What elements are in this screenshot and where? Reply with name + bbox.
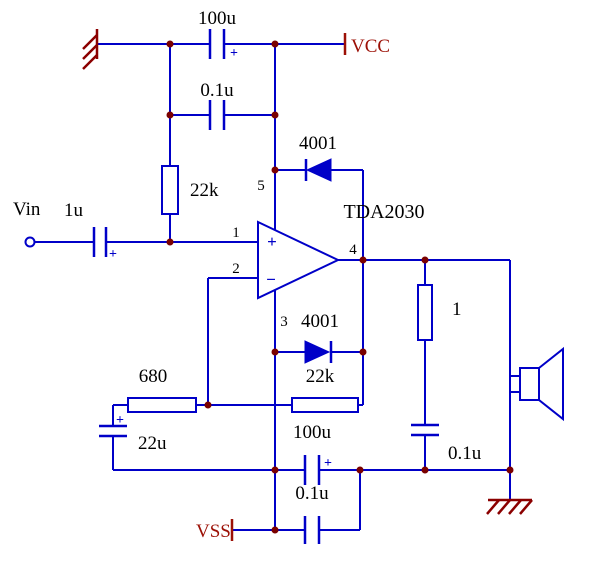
capacitor-vcc-100u bbox=[208, 29, 226, 59]
loudspeaker-symbol bbox=[519, 346, 564, 422]
resistor-gain-680 bbox=[127, 397, 197, 413]
resistor-gain-label: 680 bbox=[139, 366, 168, 387]
capacitor-vcc-01u-label: 0.1u bbox=[200, 80, 234, 101]
capacitor-input-1u bbox=[92, 227, 108, 257]
opamp-noninverting-sign: + bbox=[267, 232, 277, 251]
diode-to-vcc-4001 bbox=[304, 158, 332, 182]
junction-dot bbox=[421, 256, 429, 264]
junction-dot bbox=[166, 238, 174, 246]
junction-dot bbox=[271, 348, 279, 356]
capacitor-input-polarity: + bbox=[109, 247, 117, 262]
capacitor-vss-100u-polarity: + bbox=[324, 456, 332, 471]
capacitor-vcc-100u-label: 100u bbox=[198, 8, 237, 29]
junction-dot bbox=[166, 40, 174, 48]
capacitor-vcc-100u-polarity: + bbox=[230, 46, 238, 61]
capacitor-vcc-01u bbox=[208, 100, 226, 130]
capacitor-vss-01u bbox=[303, 516, 321, 544]
junction-dots bbox=[166, 40, 514, 534]
vss-label: VSS bbox=[196, 521, 231, 542]
junction-dot bbox=[271, 40, 279, 48]
pin-5-label: 5 bbox=[257, 178, 265, 194]
pin-4-label: 4 bbox=[349, 242, 357, 258]
earth-ground-icon bbox=[486, 498, 533, 515]
capacitor-gain-22u bbox=[99, 424, 127, 438]
input-terminal bbox=[24, 236, 36, 248]
resistor-bias-22k bbox=[161, 165, 179, 215]
resistor-feedback-22k bbox=[291, 397, 359, 413]
device-label: TDA2030 bbox=[343, 201, 424, 223]
junction-dot bbox=[271, 166, 279, 174]
capacitor-zobel-label: 0.1u bbox=[448, 443, 482, 464]
junction-dot bbox=[271, 526, 279, 534]
capacitor-vss-100u bbox=[303, 455, 321, 485]
opamp-symbol bbox=[257, 220, 341, 300]
capacitor-vss-01u-label: 0.1u bbox=[295, 483, 329, 504]
vcc-label: VCC bbox=[351, 36, 390, 57]
input-label: Vin bbox=[13, 199, 41, 220]
resistor-bias-label: 22k bbox=[190, 180, 219, 201]
pin-1-label: 1 bbox=[232, 225, 240, 241]
capacitor-input-label: 1u bbox=[64, 200, 84, 221]
junction-dot bbox=[271, 466, 279, 474]
capacitor-vss-100u-label: 100u bbox=[293, 422, 332, 443]
junction-dot bbox=[359, 348, 367, 356]
capacitor-zobel-01u bbox=[411, 423, 439, 437]
resistor-zobel-label: 1 bbox=[452, 299, 462, 320]
pin-3-label: 3 bbox=[280, 314, 288, 330]
junction-dot bbox=[166, 111, 174, 119]
resistor-feedback-label: 22k bbox=[306, 366, 335, 387]
resistor-zobel-1 bbox=[417, 284, 433, 341]
junction-dot bbox=[506, 466, 514, 474]
earth-ground-icon bbox=[82, 29, 99, 70]
capacitor-gain-label: 22u bbox=[138, 433, 167, 454]
capacitor-gain-polarity: + bbox=[116, 413, 124, 428]
junction-dot bbox=[204, 401, 212, 409]
junction-dot bbox=[421, 466, 429, 474]
junction-dot bbox=[359, 256, 367, 264]
diode-to-vcc-label: 4001 bbox=[299, 133, 337, 154]
pin-2-label: 2 bbox=[232, 261, 240, 277]
junction-dot bbox=[271, 111, 279, 119]
diode-to-vss-4001 bbox=[304, 340, 333, 364]
junction-dot bbox=[356, 466, 364, 474]
diode-to-vss-label: 4001 bbox=[301, 311, 339, 332]
opamp-inverting-sign: − bbox=[266, 270, 276, 289]
